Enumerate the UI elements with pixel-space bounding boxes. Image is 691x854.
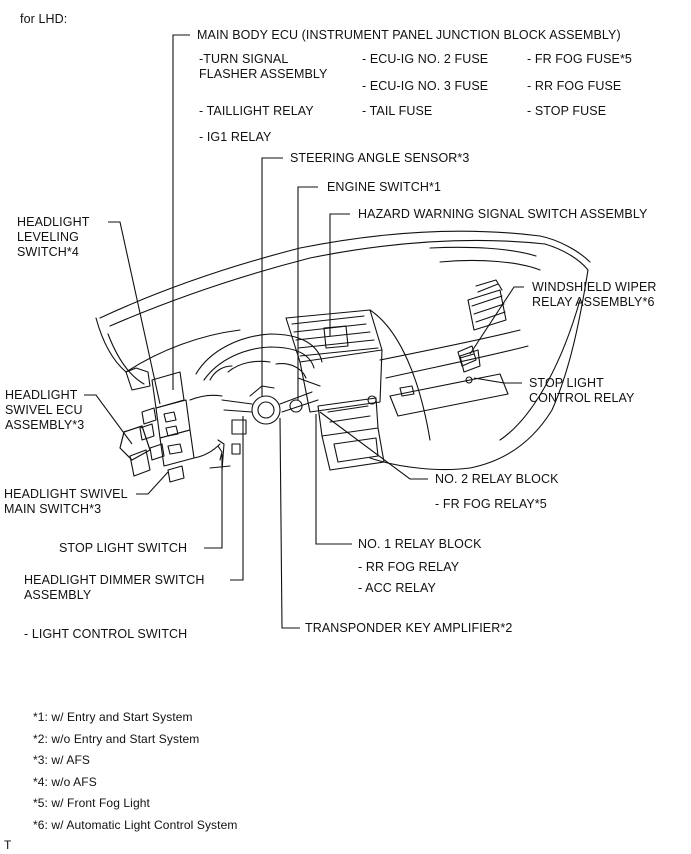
corner-mark: T [4, 838, 12, 852]
wiper-relay-shape [457, 345, 477, 367]
label-fr-fog-relay: - FR FOG RELAY*5 [435, 497, 547, 511]
ecu-item-ecu-ig-no3-fuse: - ECU-IG NO. 3 FUSE [362, 79, 489, 93]
center-stack [285, 309, 431, 471]
leader-stop-light-control-relay [473, 377, 522, 384]
pedal-area [209, 439, 231, 471]
passenger-dash [379, 279, 529, 417]
footnote-5: *5: w/ Front Fog Light [33, 796, 150, 810]
leader-dimmer-switch [230, 416, 244, 581]
leader-no2-relay-block [319, 411, 428, 480]
label-steering-angle-sensor: STEERING ANGLE SENSOR*3 [290, 151, 470, 165]
label-no2-relay-block: NO. 2 RELAY BLOCK [435, 472, 559, 486]
page-title: for LHD: [20, 12, 68, 26]
label-no1-relay-block: NO. 1 RELAY BLOCK [358, 537, 482, 551]
label-headlight-dimmer-switch: HEADLIGHT DIMMER SWITCH ASSEMBLY [24, 573, 205, 602]
label-stop-light-switch: STOP LIGHT SWITCH [59, 541, 188, 555]
label-light-control-switch: - LIGHT CONTROL SWITCH [24, 627, 188, 641]
left-switch-area [107, 333, 223, 483]
leader-engine-switch [297, 186, 318, 400]
instrument-cluster [195, 333, 323, 381]
swivel-ecu-shape [119, 425, 151, 461]
footnote-2: *2: w/o Entry and Start System [33, 732, 200, 746]
ecu-item-stop-fuse: - STOP FUSE [527, 104, 607, 118]
label-rr-fog-relay: - RR FOG RELAY [358, 560, 460, 574]
leader-steering-angle-sensor [261, 157, 283, 396]
label-windshield-wiper-relay: WINDSHIELD WIPER RELAY ASSEMBLY*6 [532, 280, 657, 309]
ecu-item-taillight-relay: - TAILLIGHT RELAY [199, 104, 314, 118]
leader-stop-light-switch [204, 454, 223, 549]
ecu-item-ecu-ig-no2-fuse: - ECU-IG NO. 2 FUSE [362, 52, 489, 66]
footnote-3: *3: w/ AFS [33, 753, 91, 767]
leader-wiper-relay [469, 286, 524, 355]
ecu-item-ig1-relay: - IG1 RELAY [199, 130, 272, 144]
dashboard-outline [95, 230, 591, 471]
label-headlight-swivel-main-switch: HEADLIGHT SWIVEL MAIN SWITCH*3 [4, 487, 128, 516]
ecu-item-fr-fog-fuse: - FR FOG FUSE*5 [527, 52, 632, 66]
ecu-item-rr-fog-fuse: - RR FOG FUSE [527, 79, 622, 93]
label-headlight-leveling-switch: HEADLIGHT LEVELING SWITCH*4 [17, 215, 90, 259]
main-body-ecu-title: MAIN BODY ECU (INSTRUMENT PANEL JUNCTION… [197, 28, 621, 42]
label-hazard-switch: HAZARD WARNING SIGNAL SWITCH ASSEMBLY [358, 207, 648, 221]
leader-swivel-main-switch [136, 471, 169, 495]
ecu-item-tail-fuse: - TAIL FUSE [362, 104, 433, 118]
footnote-6: *6: w/ Automatic Light Control System [33, 818, 238, 832]
leader-main-body-ecu [172, 34, 190, 390]
leader-lines [84, 34, 524, 629]
leader-leveling-switch [108, 221, 161, 405]
ecu-item-turn-signal-flasher: -TURN SIGNAL FLASHER ASSEMBLY [199, 52, 328, 81]
label-transponder-key-amplifier: TRANSPONDER KEY AMPLIFIER*2 [305, 621, 513, 635]
leader-transponder-key-amplifier [279, 417, 300, 629]
label-acc-relay: - ACC RELAY [358, 581, 436, 595]
leader-swivel-ecu [84, 394, 133, 445]
label-stop-light-control-relay: STOP LIGHT CONTROL RELAY [529, 376, 635, 405]
label-engine-switch: ENGINE SWITCH*1 [327, 180, 442, 194]
leader-no1-relay-block [315, 414, 352, 545]
footnote-1: *1: w/ Entry and Start System [33, 710, 193, 724]
steering-column [217, 377, 321, 461]
footnote-4: *4: w/o AFS [33, 775, 97, 789]
label-headlight-swivel-ecu: HEADLIGHT SWIVEL ECU ASSEMBLY*3 [5, 388, 85, 432]
leader-hazard-switch [329, 213, 350, 336]
